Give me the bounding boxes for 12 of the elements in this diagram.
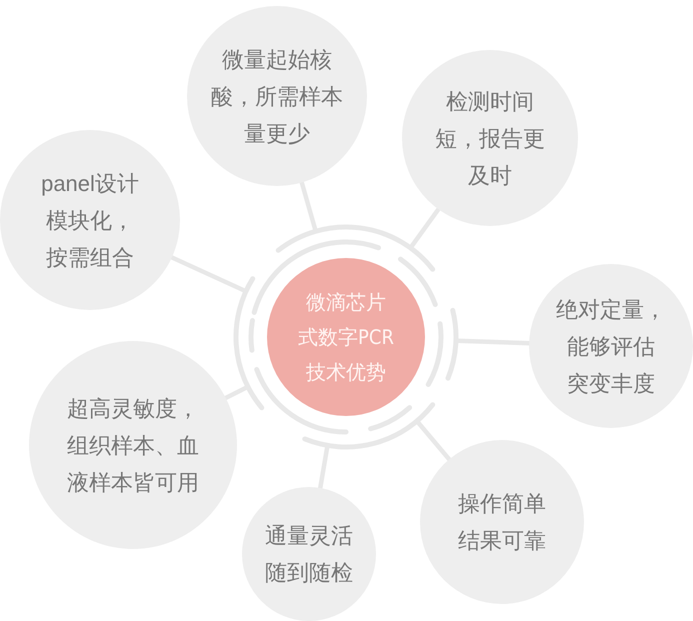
hub-title: 微滴芯片式数字PCR技术优势 (297, 288, 395, 386)
connector-line (456, 338, 530, 346)
feature-text: 通量灵活随到随检 (265, 522, 353, 587)
feature-text: 操作简单结果可靠 (458, 490, 546, 555)
hub-circle (233, 224, 459, 450)
feature-text: panel设计模块化，按需组合 (40, 170, 140, 272)
feature-text: 绝对定量，能够评估突变丰度 (556, 296, 666, 398)
connector-line (416, 420, 452, 462)
feature-text: 超高灵敏度，组织样本、血液样本皆可用 (67, 394, 199, 496)
feature-text: 检测时间短，报告更及时 (435, 88, 545, 190)
connector-line (299, 180, 318, 231)
feature-text: 微量起始核酸，所需样本量更少 (211, 46, 343, 148)
